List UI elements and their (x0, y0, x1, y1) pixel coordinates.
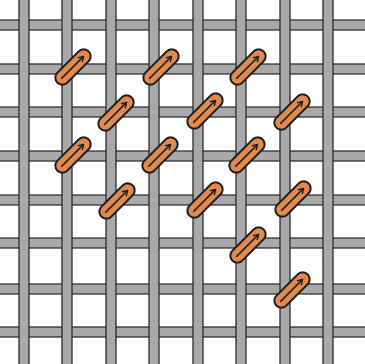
horizontal-thread (0, 284, 365, 294)
horizontal-threads (0, 20, 365, 337)
vertical-thread (323, 0, 333, 364)
stitches (52, 46, 313, 310)
horizontal-thread (0, 107, 365, 117)
horizontal-thread (0, 151, 365, 161)
vertical-thread (280, 0, 290, 364)
vertical-thread (193, 0, 203, 364)
horizontal-thread (0, 195, 365, 205)
horizontal-thread (0, 64, 365, 74)
vertical-thread (62, 0, 72, 364)
vertical-thread (149, 0, 159, 364)
horizontal-thread (0, 327, 365, 337)
horizontal-thread (0, 20, 365, 30)
vertical-thread (236, 0, 246, 364)
vertical-thread (106, 0, 116, 364)
horizontal-thread (0, 238, 365, 248)
vertical-thread (19, 0, 29, 364)
